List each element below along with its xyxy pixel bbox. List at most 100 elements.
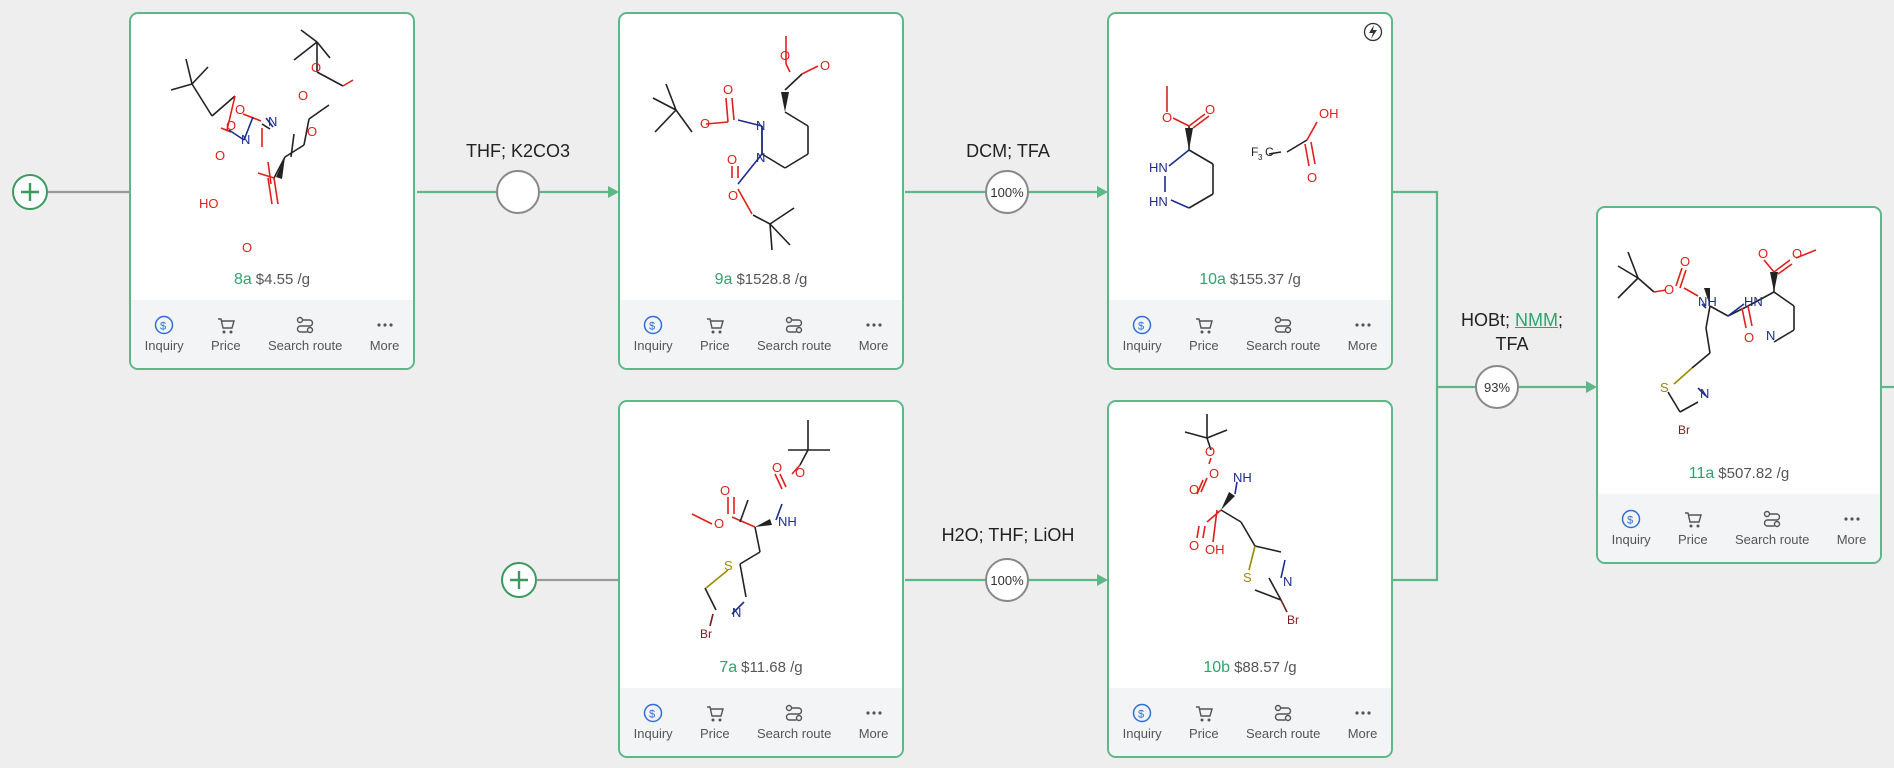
svg-text:OH: OH	[1205, 542, 1225, 557]
compound-id[interactable]: 7a	[719, 659, 738, 676]
route-icon	[1274, 704, 1292, 722]
svg-text:N: N	[1283, 574, 1292, 589]
reaction-yield-badge[interactable]: 93%	[1475, 365, 1519, 409]
price-button[interactable]: Price	[1189, 700, 1219, 741]
svg-text:Br: Br	[700, 627, 712, 641]
reaction-yield-badge[interactable]: 100%	[985, 170, 1029, 214]
search-route-button[interactable]: Search route	[757, 312, 831, 353]
svg-text:O: O	[1792, 246, 1802, 261]
search-route-button[interactable]: Search route	[1246, 312, 1320, 353]
svg-text:S: S	[1660, 380, 1669, 395]
search-route-button[interactable]: Search route	[1735, 506, 1809, 547]
svg-text:O: O	[1205, 102, 1215, 117]
add-precursor-button[interactable]	[501, 562, 537, 598]
price-button[interactable]: Price	[211, 312, 241, 353]
compound-id[interactable]: 10a	[1199, 271, 1226, 288]
ellipsis-icon	[865, 323, 882, 327]
cart-icon	[217, 318, 235, 334]
svg-text:O: O	[242, 240, 252, 255]
price-button[interactable]: Price	[1189, 312, 1219, 353]
svg-text:$: $	[1138, 321, 1144, 333]
svg-text:O: O	[1162, 110, 1172, 125]
svg-text:$: $	[1138, 709, 1144, 721]
dollar-chat-icon: $	[154, 315, 174, 335]
inquiry-button[interactable]: $Inquiry	[1123, 700, 1162, 741]
svg-text:N: N	[756, 118, 765, 133]
more-button[interactable]: More	[1837, 506, 1866, 547]
more-button[interactable]: More	[859, 700, 888, 741]
compound-info: 9a$1528.8 /g	[620, 271, 902, 289]
reaction-yield-badge[interactable]	[496, 170, 540, 214]
svg-text:O: O	[820, 58, 830, 73]
reaction-conditions: DCM; TFA	[966, 141, 1050, 161]
inquiry-button[interactable]: $Inquiry	[634, 312, 673, 353]
plus-circle-icon	[510, 571, 528, 589]
card-actions: $Inquiry Price Search route More	[620, 300, 902, 368]
reaction-yield-badge[interactable]: 100%	[985, 558, 1029, 602]
search-route-button[interactable]: Search route	[757, 700, 831, 741]
cart-icon	[1684, 512, 1702, 528]
svg-text:Br: Br	[1678, 423, 1690, 437]
reagent-link[interactable]: NMM	[1515, 310, 1558, 330]
more-button[interactable]: More	[370, 312, 399, 353]
compound-price: $507.82 /g	[1718, 465, 1790, 482]
compound-id[interactable]: 11a	[1688, 465, 1715, 482]
svg-text:N: N	[732, 605, 741, 620]
route-icon	[785, 316, 803, 334]
compound-price: $11.68 /g	[741, 659, 803, 676]
search-route-button[interactable]: Search route	[1246, 700, 1320, 741]
card-actions: $Inquiry Price Search route More	[1598, 494, 1880, 562]
inquiry-button[interactable]: $Inquiry	[145, 312, 184, 353]
svg-text:C: C	[1265, 145, 1274, 159]
svg-text:O: O	[1205, 444, 1215, 459]
svg-text:NH: NH	[1233, 470, 1252, 485]
compound-info: 11a$507.82 /g	[1598, 465, 1880, 483]
price-button[interactable]: Price	[700, 312, 730, 353]
svg-text:O: O	[1307, 170, 1317, 185]
svg-text:N: N	[268, 114, 277, 129]
search-route-button[interactable]: Search route	[268, 312, 342, 353]
svg-text:N: N	[756, 150, 765, 165]
svg-text:HO: HO	[199, 196, 219, 211]
merge-connector	[1393, 190, 1439, 582]
svg-text:$: $	[649, 709, 655, 721]
svg-text:N: N	[1700, 386, 1709, 401]
svg-text:O: O	[1758, 246, 1768, 261]
arrow-head	[1097, 574, 1108, 586]
inquiry-button[interactable]: $Inquiry	[1612, 506, 1651, 547]
svg-text:O: O	[235, 102, 245, 117]
more-button[interactable]: More	[1348, 312, 1377, 353]
price-button[interactable]: Price	[700, 700, 730, 741]
compound-info: 7a$11.68 /g	[620, 659, 902, 677]
compound-info: 10b$88.57 /g	[1109, 659, 1391, 677]
compound-id[interactable]: 8a	[233, 271, 252, 288]
inquiry-button[interactable]: $Inquiry	[1123, 312, 1162, 353]
more-button[interactable]: More	[1348, 700, 1377, 741]
svg-text:N: N	[241, 132, 250, 147]
arrow-head	[1586, 381, 1597, 393]
arrow-head	[1097, 186, 1108, 198]
compound-id[interactable]: 9a	[714, 271, 733, 288]
svg-text:O: O	[1189, 482, 1199, 497]
svg-text:NH: NH	[778, 514, 797, 529]
compound-price: $4.55 /g	[255, 271, 310, 288]
price-button[interactable]: Price	[1678, 506, 1708, 547]
card-actions: $Inquiry Price Search route More	[620, 688, 902, 756]
add-precursor-button[interactable]	[12, 174, 48, 210]
inquiry-button[interactable]: $Inquiry	[634, 700, 673, 741]
svg-text:3: 3	[1258, 153, 1263, 162]
dollar-chat-icon: $	[1132, 315, 1152, 335]
more-button[interactable]: More	[859, 312, 888, 353]
card-actions: $Inquiry Price Search route More	[131, 300, 413, 368]
compound-id[interactable]: 10b	[1203, 659, 1231, 676]
svg-text:S: S	[1243, 570, 1252, 585]
